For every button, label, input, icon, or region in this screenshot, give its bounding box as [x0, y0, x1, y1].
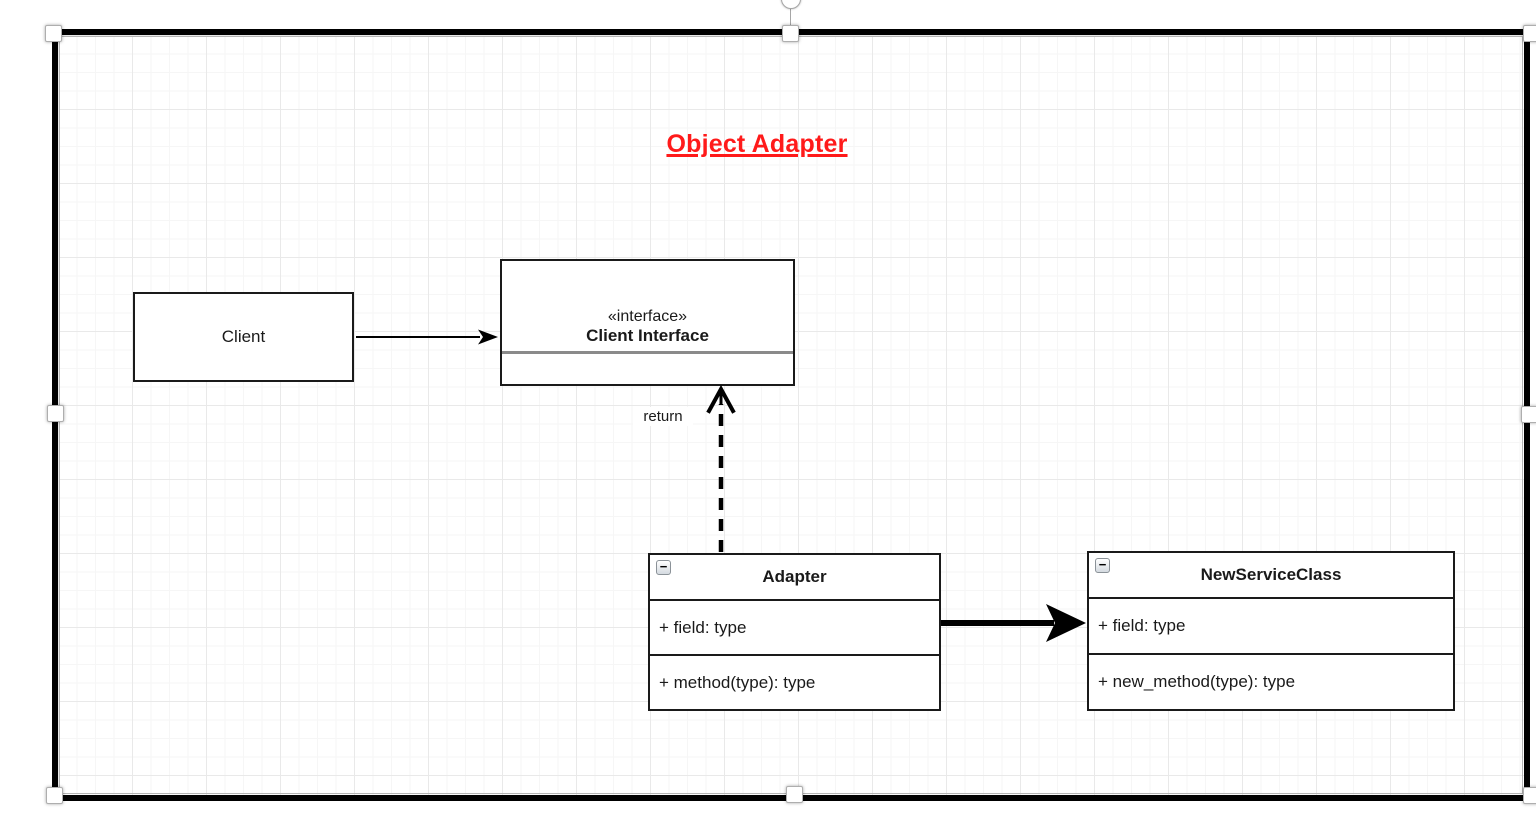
class-client[interactable]: Client — [133, 292, 354, 382]
diagram-title: Object Adapter — [666, 130, 848, 158]
new-service-field: + field: type — [1098, 616, 1186, 635]
edge-label-return[interactable]: return — [633, 407, 693, 426]
resize-handle-bottom-center[interactable] — [786, 786, 803, 803]
client-interface-header: «interface» Client Interface — [502, 261, 793, 351]
resize-handle-top-left[interactable] — [45, 25, 62, 42]
new-service-header: − NewServiceClass — [1089, 553, 1453, 597]
collapse-icon[interactable]: − — [656, 560, 671, 575]
client-interface-name: Client Interface — [586, 326, 709, 345]
adapter-method-row[interactable]: + method(type): type — [650, 654, 939, 709]
class-new-service[interactable]: − NewServiceClass + field: type + new_me… — [1087, 551, 1455, 711]
client-interface-empty-compartment — [502, 354, 793, 384]
new-service-name: NewServiceClass — [1200, 565, 1342, 584]
resize-handle-middle-left[interactable] — [47, 405, 64, 422]
class-client-name: Client — [221, 327, 266, 346]
rotate-handle-stem — [790, 9, 791, 25]
new-service-method-row[interactable]: + new_method(type): type — [1089, 653, 1453, 709]
client-interface-divider — [502, 351, 793, 354]
adapter-name: Adapter — [762, 567, 827, 586]
adapter-field: + field: type — [659, 617, 747, 637]
class-adapter[interactable]: − Adapter + field: type + method(type): … — [648, 553, 941, 711]
resize-handle-top-center[interactable] — [782, 25, 799, 42]
class-client-interface[interactable]: «interface» Client Interface — [500, 259, 795, 386]
collapse-icon[interactable]: − — [1095, 558, 1110, 573]
resize-handle-top-right[interactable] — [1523, 25, 1536, 42]
adapter-header: − Adapter — [650, 555, 939, 599]
resize-handle-bottom-left[interactable] — [46, 787, 63, 804]
rotate-handle[interactable] — [781, 0, 801, 9]
client-interface-stereotype: «interface» — [607, 308, 688, 325]
new-service-method: + new_method(type): type — [1098, 672, 1296, 691]
adapter-field-row[interactable]: + field: type — [650, 599, 939, 654]
resize-handle-middle-right[interactable] — [1521, 406, 1536, 423]
diagram-frame[interactable]: Object Adapter Client «interface» Client… — [52, 29, 1530, 801]
new-service-field-row[interactable]: + field: type — [1089, 597, 1453, 653]
resize-handle-bottom-right[interactable] — [1523, 787, 1536, 804]
adapter-method: + method(type): type — [659, 672, 816, 692]
